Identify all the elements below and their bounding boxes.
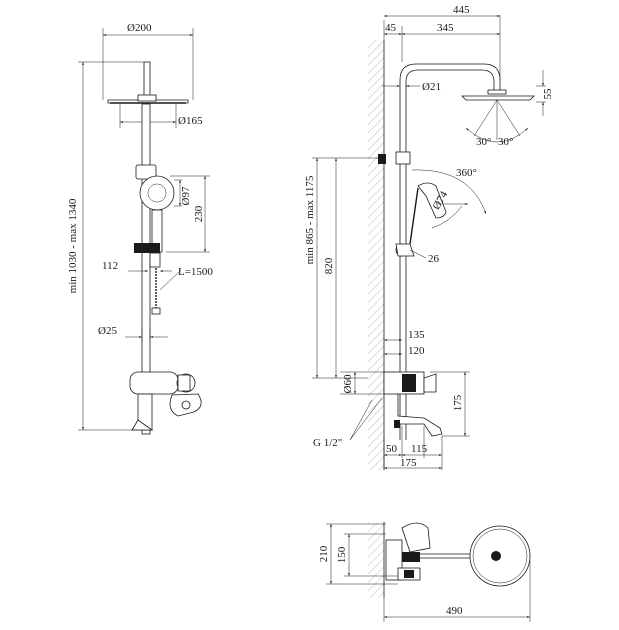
total-reach-label: 445 xyxy=(453,4,470,16)
wall-hatch xyxy=(368,40,384,470)
mixer-height-label: 175 xyxy=(452,394,464,411)
spout-mid-label: 115 xyxy=(411,443,428,455)
overall-height-label: min 1030 - max 1340 xyxy=(67,198,79,293)
top-width-inner-label: 150 xyxy=(336,546,348,563)
head-thickness-label: 55 xyxy=(542,88,554,100)
top-width-outer-label: 210 xyxy=(318,545,330,562)
rotation-label: 360° xyxy=(456,167,477,179)
front-view: Ø200 Ø165 Ø97 230 112 xyxy=(67,22,213,435)
head-diameter-label: Ø200 xyxy=(127,22,152,34)
handshower-length-label: 230 xyxy=(193,205,205,222)
handshower-diameter-label: Ø97 xyxy=(180,186,192,205)
spout-base-label: 50 xyxy=(386,443,398,455)
arm-reach-label: 345 xyxy=(437,22,454,34)
thread-label: G 1/2" xyxy=(313,437,342,449)
spout-offset-2-label: 120 xyxy=(408,345,425,357)
tilt-left-label: 30° xyxy=(476,136,491,148)
wall-hatch-top xyxy=(368,522,384,598)
head-inner-diameter-label: Ø165 xyxy=(178,115,203,127)
top-depth-label: 490 xyxy=(446,605,463,617)
column-height-label: min 865 - max 1175 xyxy=(304,175,316,264)
spout-offset-1-label: 135 xyxy=(408,329,425,341)
arm-diameter-label: Ø21 xyxy=(422,81,441,93)
wall-offset-label: 45 xyxy=(385,22,397,34)
rail-height-label: 820 xyxy=(323,257,335,274)
inlet-diameter-label: Ø60 xyxy=(342,374,354,393)
holder-offset-label: 112 xyxy=(102,260,118,272)
tilt-right-label: 30° xyxy=(498,136,513,148)
top-view: 210 150 490 xyxy=(318,522,531,622)
hose-length-label: L=1500 xyxy=(178,266,213,278)
rail-diameter-label: Ø25 xyxy=(98,325,117,337)
side-view: 445 45 345 Ø21 55 30° 30° 360° xyxy=(304,4,554,470)
spout-total-label: 175 xyxy=(400,457,417,469)
holder-size-label: 26 xyxy=(428,253,440,265)
